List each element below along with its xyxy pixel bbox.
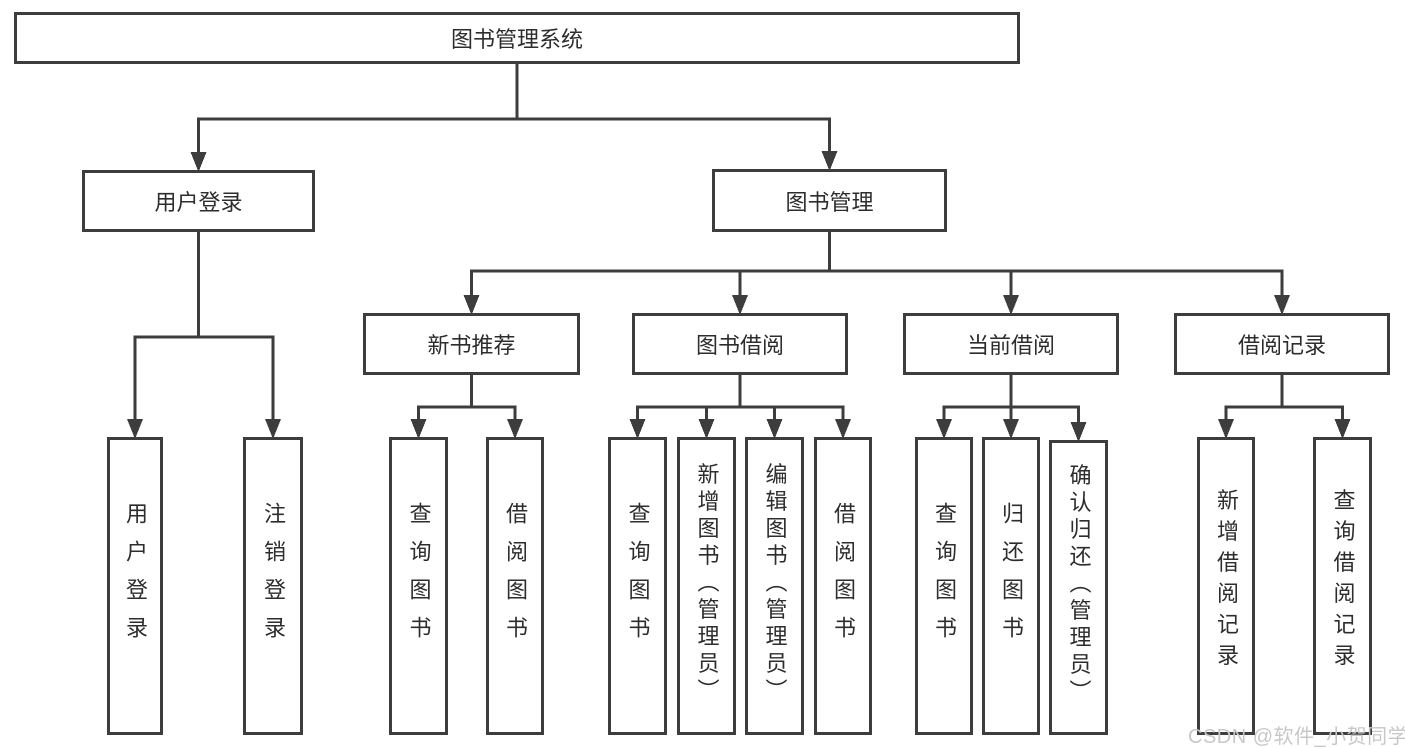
node-label: 确认归还（管理员）	[1066, 463, 1092, 707]
node-leaf-user-login: 用户登录	[107, 437, 163, 735]
node-label: 用户登录	[123, 502, 148, 654]
node-label: 当前借阅	[966, 333, 1055, 358]
node-new-book-rec: 新书推荐	[363, 313, 580, 375]
node-root: 图书管理系统	[14, 12, 1020, 64]
node-label: 借阅图书	[503, 502, 528, 654]
node-label: 用户登录	[154, 190, 243, 215]
node-label: 查询图书	[625, 502, 651, 654]
node-label: 注销登录	[261, 502, 286, 654]
node-label: 图书借阅	[695, 333, 784, 358]
node-leaf-nb-borrow: 借阅图书	[486, 437, 544, 735]
node-label: 查询借阅记录	[1330, 488, 1356, 675]
node-user-login: 用户登录	[82, 170, 315, 232]
node-leaf-cb-query: 查询图书	[915, 437, 973, 735]
watermark: CSDN @软件_小贺同学	[1188, 726, 1405, 747]
node-label: 编辑图书（管理员）	[762, 462, 788, 705]
node-label: 图书管理	[785, 189, 874, 215]
node-label: 新增图书（管理员）	[694, 462, 720, 705]
node-book-mgmt: 图书管理	[712, 169, 947, 232]
node-leaf-cb-confirm: 确认归还（管理员）	[1049, 440, 1108, 735]
node-leaf-bb-edit: 编辑图书（管理员）	[745, 437, 804, 735]
node-label: 图书管理系统	[450, 27, 583, 52]
node-book-borrow: 图书借阅	[632, 313, 848, 375]
node-leaf-cb-return: 归还图书	[982, 437, 1040, 735]
node-label: 新书推荐	[427, 333, 516, 358]
node-leaf-logout: 注销登录	[243, 437, 303, 735]
node-leaf-bb-borrow: 借阅图书	[814, 437, 872, 735]
node-borrow-record: 借阅记录	[1174, 313, 1390, 375]
node-leaf-bb-query: 查询图书	[608, 437, 667, 735]
node-leaf-br-query: 查询借阅记录	[1313, 437, 1372, 735]
node-leaf-br-add: 新增借阅记录	[1197, 437, 1255, 735]
node-label: 归还图书	[999, 502, 1024, 654]
node-label: 查询图书	[406, 502, 432, 654]
node-label: 查询图书	[932, 502, 957, 654]
node-label: 新增借阅记录	[1214, 488, 1239, 675]
node-leaf-nb-query: 查询图书	[389, 437, 448, 735]
node-label: 借阅记录	[1237, 333, 1326, 358]
node-leaf-bb-add: 新增图书（管理员）	[677, 437, 736, 735]
node-current-borrow: 当前借阅	[903, 313, 1119, 375]
node-label: 借阅图书	[831, 502, 856, 654]
